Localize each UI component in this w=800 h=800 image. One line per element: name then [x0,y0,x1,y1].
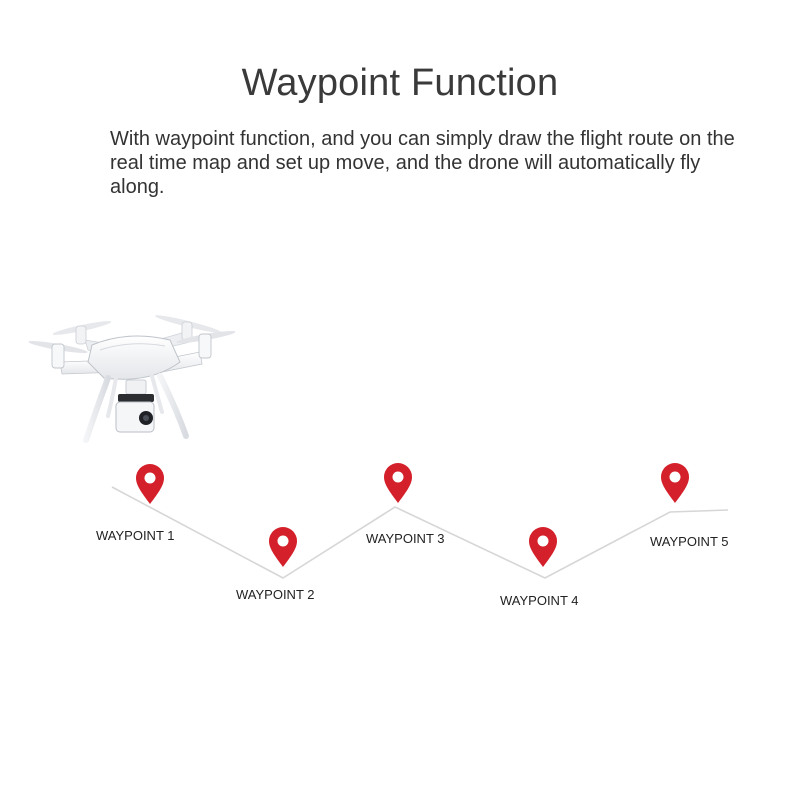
map-pin-icon [269,527,297,567]
waypoint-1-label: WAYPOINT 1 [96,528,175,543]
waypoint-5-label: WAYPOINT 5 [650,534,729,549]
waypoint-4-label: WAYPOINT 4 [500,593,579,608]
waypoint-2-label: WAYPOINT 2 [236,587,315,602]
waypoint-3-label: WAYPOINT 3 [366,531,445,546]
map-pin-icon [136,464,164,504]
map-pin-icon [384,463,412,503]
page-title: Waypoint Function [241,62,559,104]
feature-description: With waypoint function, and you can simp… [110,128,735,198]
drone-icon [28,315,236,443]
map-pin-icon [661,463,689,503]
flight-route-line [111,486,729,579]
map-pin-icon [529,527,557,567]
